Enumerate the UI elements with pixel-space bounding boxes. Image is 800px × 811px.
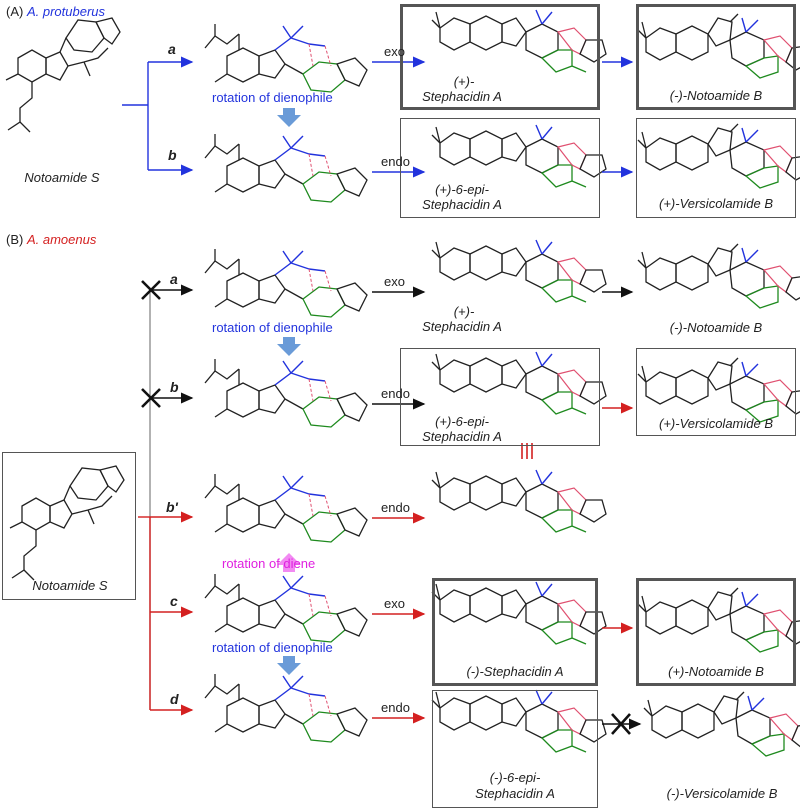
box-a-exo-product [400,4,600,110]
panel-b-final-b: (+)-Versicolamide B [658,416,774,431]
panel-b-exo-label-c: exo [384,596,405,611]
final-b-a-structure [637,243,800,309]
panel-a-start-compound: Notoamide S [24,170,100,185]
box-b-notoamide-s [2,452,136,600]
panel-b-rotation-diene: rotation of diene [222,556,316,571]
panel-b-prod-b-line1: (+)-6-epi- [435,414,489,429]
panel-b-prod-a-line1: (+)- [453,304,475,319]
box-b-notoamide-b-plus [636,578,796,686]
rotation-arrow-b2 [277,656,301,675]
ts-b-a [204,248,368,318]
panel-b-prod-a-line2: Stephacidin A [422,319,502,334]
panel-b-path-d-label: d [170,691,179,707]
box-b-endo-d-product [432,690,598,808]
ts-a-exo [204,23,368,93]
panel-b-final-a: (-)-Notoamide B [669,320,763,335]
panel-b [9,239,800,757]
panel-a-final-exo: (-)-Notoamide B [669,88,763,103]
panel-a-prefix: (A) [6,4,24,19]
rotation-arrow-b1 [277,337,301,356]
product-b-a-structure [431,239,607,303]
box-a-notoamide-b [636,4,796,110]
ts-a-endo [204,133,368,203]
panel-b-final-c: (+)-Notoamide B [668,664,764,679]
panel-b-start-compound: Notoamide S [32,578,108,593]
panel-a-final-endo: (+)-Versicolamide B [658,196,774,211]
rotation-arrow-diene [277,553,301,572]
ts-b-b [204,358,368,428]
blocked-x-icon-a [141,280,161,300]
panel-b-exo-label-a: exo [384,274,405,289]
box-b-exo-c-product [432,578,598,686]
panel-b-prefix: (B) [6,232,24,247]
panel-a [5,9,800,203]
product-b-b-prime-structure [431,469,607,533]
panel-b-final-d: (-)-Versicolamide B [666,786,778,801]
panel-b-path-a-label: a [170,271,178,287]
panel-a-rotation-note: rotation of dienophile [212,90,333,105]
panel-a-path-a-label: a [168,41,176,57]
box-a-versicolamide-b [636,118,796,218]
final-b-d-structure [643,691,800,757]
panel-a-product-exo-line1: (+)- [453,74,475,89]
panel-b-species: A. amoenus [26,232,97,247]
panel-b-path-b-prime-label: b' [166,499,178,515]
panel-b-path-c-label: c [170,593,178,609]
panel-b-header: (B) A. amoenus [6,232,96,247]
rotation-arrow-a [277,108,301,127]
panel-b-prod-b-line2: Stephacidin A [422,429,502,444]
box-a-endo-product [400,118,600,218]
panel-b-endo-label-b: endo [381,386,410,401]
box-b-endo-b-product [400,348,600,446]
panel-a-endo-label: endo [381,154,410,169]
panel-a-product-endo-line2: Stephacidin A [422,197,502,212]
box-b-versicolamide-b [636,348,796,436]
panel-a-header: (A) A. protuberus [6,4,105,19]
panel-b-prod-d-line2: Stephacidin A [475,786,555,801]
blocked-x-icon-b [141,388,161,408]
panel-b-path-b-label: b [170,379,179,395]
panel-a-path-b-label: b [168,147,177,163]
panel-b-endo-label-b-prime: endo [381,500,410,515]
panel-b-rotation-dienophile-1: rotation of dienophile [212,320,333,335]
panel-b-endo-label-d: endo [381,700,410,715]
panel-a-species: A. protuberus [26,4,106,19]
panel-a-exo-label: exo [384,44,405,59]
ts-b-b-prime [204,473,368,543]
panel-a-product-exo-line2: Stephacidin A [422,89,502,104]
blocked-x-icon-d [611,713,631,735]
notoamide-s-structure-a [5,17,121,133]
panel-b-prod-c: (-)-Stephacidin A [466,664,564,679]
ts-b-c [204,573,368,643]
panel-a-product-endo-line1: (+)-6-epi- [435,182,489,197]
ts-b-d [204,673,368,743]
panel-b-prod-d-line1: (-)-6-epi- [489,770,541,785]
panel-b-rotation-dienophile-2: rotation of dienophile [212,640,333,655]
